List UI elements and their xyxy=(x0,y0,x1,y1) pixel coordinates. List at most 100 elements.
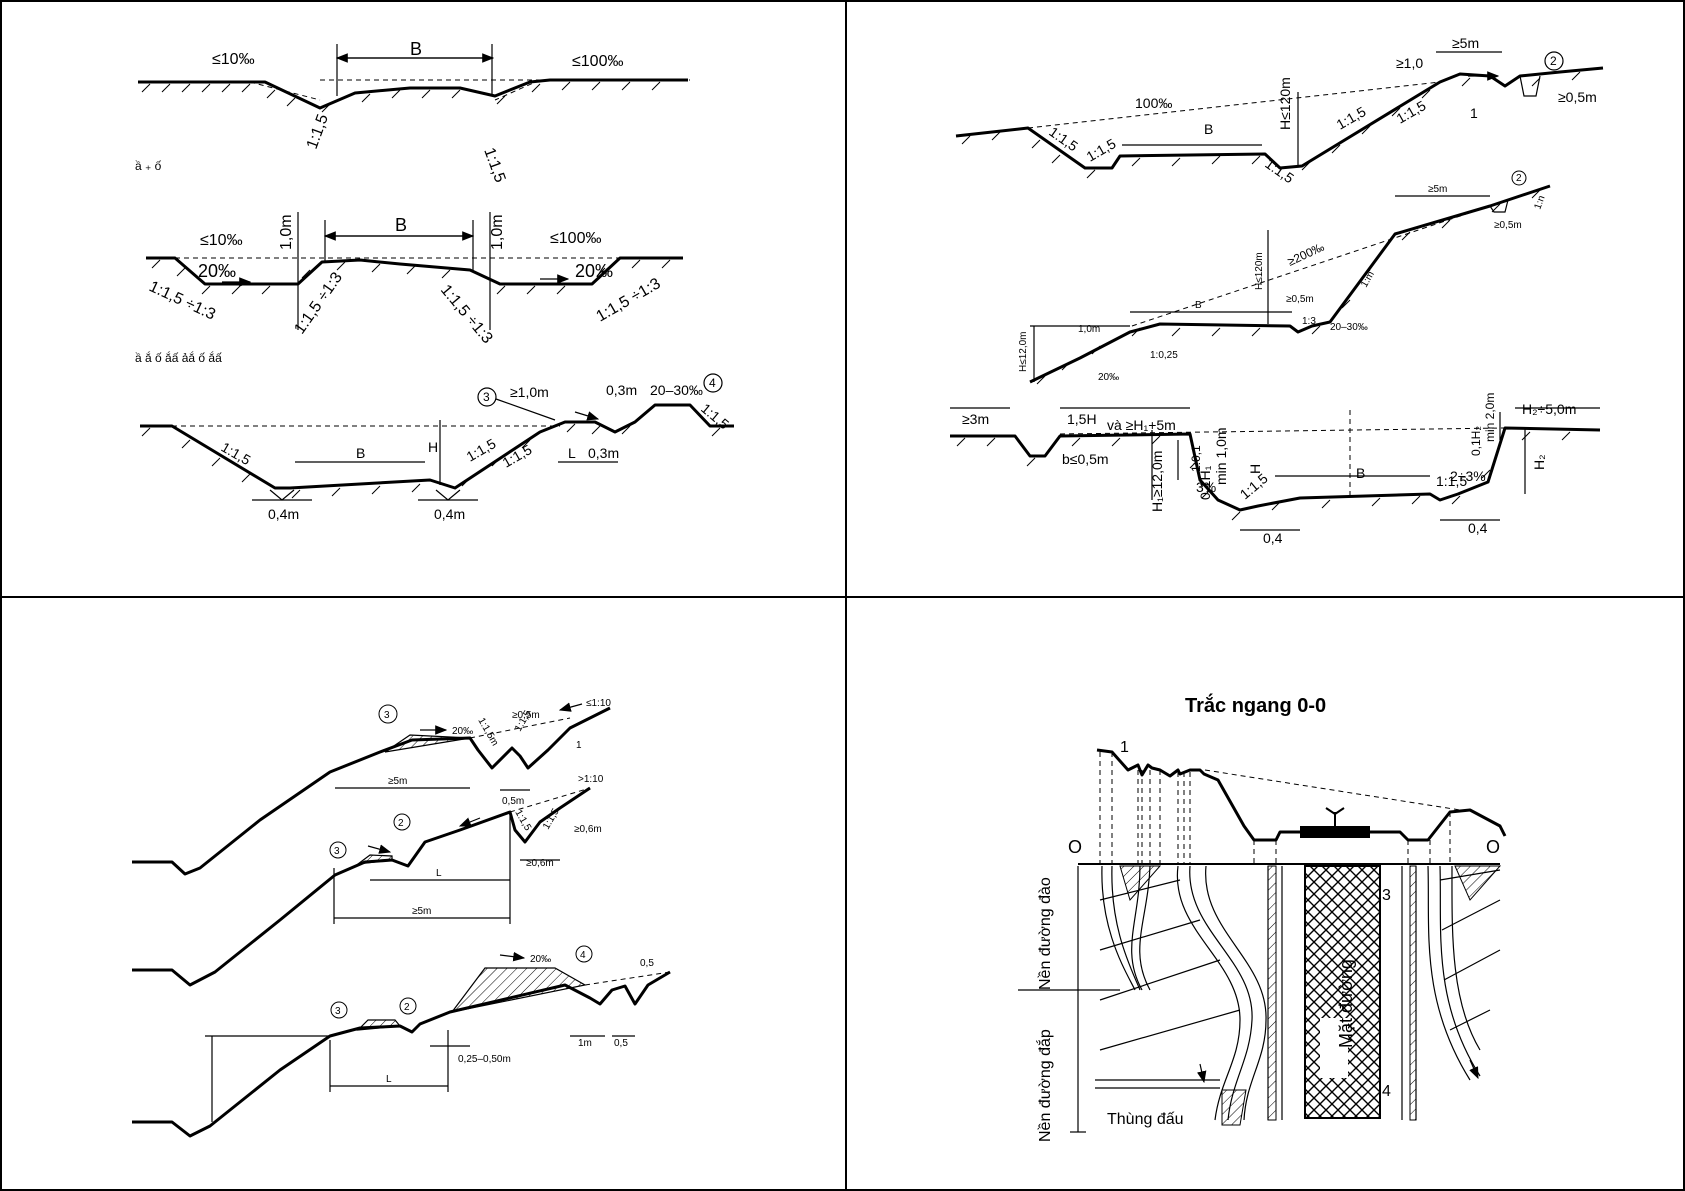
flow-right-label: 20‰ xyxy=(575,261,613,281)
berm-label-p2: ≥1,0 xyxy=(1396,55,1423,71)
depth-a-mid: ≥0,6m xyxy=(574,824,602,835)
gap2-label: 0,3m xyxy=(588,445,619,461)
length-mid: L xyxy=(436,868,442,879)
depth-label-p2: ≥0,5m xyxy=(1558,89,1597,105)
ditch-left-p2c: 0,4 xyxy=(1263,530,1283,546)
height-label-p2b: H≤120m xyxy=(1254,252,1265,290)
ditch-b-bot: 0,5 xyxy=(614,1038,628,1049)
width-label-p2c: B xyxy=(1356,465,1365,481)
marker-1-top: 1 xyxy=(576,740,582,751)
berm-label: ≥1,0m xyxy=(510,384,549,400)
cross-section-1: B ≤10‰ ≤100‰ 1:1,5 1:1,5 ầ ₊ ố xyxy=(135,39,690,185)
dist-label-p2b: ≥5m xyxy=(1428,184,1447,195)
axis-right-label: O xyxy=(1486,837,1500,857)
slope-top: ≤1:10 xyxy=(586,698,611,709)
panel-2: 2 ≥1,0 ≥5m 1 ≥0,5m H≤120m 100‰ 1:1,5 1:1… xyxy=(950,35,1604,546)
cross-section-5: 2 ≥5m ≥0,5m 1:n H≤120m ≥200‰ 1:m B 1,0m … xyxy=(1018,170,1551,385)
height2-label-p2c: H₂ xyxy=(1531,454,1547,470)
ditch-left-label: 0,4m xyxy=(268,506,299,522)
marker-1-p4: 1 xyxy=(1120,739,1129,756)
grade-right-label-2: ≤100‰ xyxy=(550,230,601,247)
grade3-label-p2b: 20‰ xyxy=(1098,372,1119,383)
slope-mid-p2b: 1:m xyxy=(1359,270,1377,290)
road-surface-label: Mặt đường xyxy=(1336,959,1356,1048)
height-label-3: H xyxy=(428,439,438,455)
cross-section-6: ≥3m 1,5H và ≥H₁+5m b≤0,5m H₁≥12,0m 0,1H₁… xyxy=(950,393,1601,546)
height-label-p2c: H xyxy=(1247,464,1263,474)
ditch-a-bot: 1m xyxy=(578,1038,592,1049)
depth-d-label: min 2,0m xyxy=(1483,393,1497,442)
gap-label: 0,3m xyxy=(606,382,637,398)
slope-e-p2: 1:1,5 xyxy=(1394,97,1429,127)
dist-mid-a: 1,5H xyxy=(1067,411,1097,427)
slope025-label: 1:0,25 xyxy=(1150,350,1178,361)
width-bot: 0,5 xyxy=(640,958,654,969)
slope-c-label: 1:1,5 ÷1:3 xyxy=(437,282,496,347)
garbled-caption-1: ầ ₊ ố xyxy=(135,159,162,173)
hillside-bottom: 3 2 4 20‰ 0,5 1m 0,5 0,25–0,50m L xyxy=(132,945,671,1138)
panel-4-title: Trắc ngang 0-0 xyxy=(1185,693,1326,717)
grade-label-p2: 100‰ xyxy=(1135,95,1172,111)
slope-top-p2b: 1:n xyxy=(1532,194,1547,211)
grade-bot: 20‰ xyxy=(530,954,551,965)
height2-label-p2b: H≤12,0m xyxy=(1018,331,1029,372)
marker-2a: 2 xyxy=(1550,54,1557,68)
grade-a-label: 3% xyxy=(1196,479,1216,495)
marker-3-p4: 3 xyxy=(1382,887,1391,904)
grade2-label-p2b: 20–30‰ xyxy=(1330,322,1368,333)
grade-label-p2b: ≥200‰ xyxy=(1285,240,1326,269)
slope-b-label: 1:1,5 ÷1:3 xyxy=(291,269,346,337)
ditch-right-label: 0,4m xyxy=(434,506,465,522)
grade-right-label: ≤100‰ xyxy=(572,53,623,70)
grade-label-3: 20–30‰ xyxy=(650,382,703,398)
slope-b-p2c: 1:1,5 xyxy=(1436,473,1467,489)
grade-left-label-2: ≤10‰ xyxy=(200,232,243,249)
slope-right-label: 1:1,5 xyxy=(480,146,508,185)
length-label-3: L xyxy=(568,445,576,461)
slope-b-p2: 1:1,5 xyxy=(1084,135,1119,165)
length-bot: L xyxy=(386,1074,392,1085)
slope-top-mid: >1:10 xyxy=(578,774,604,785)
cross-section-3: 3 4 ≥1,0m 0,3m 20–30‰ 1:1,5 1:1,5 1:1,5 … xyxy=(140,373,734,522)
axis-left-label: O xyxy=(1068,837,1082,857)
marker-4-bot: 4 xyxy=(580,950,586,961)
depth-label-p2b: ≥0,5m xyxy=(1494,220,1522,231)
width-b-label: b≤0,5m xyxy=(1062,451,1109,467)
dist-mid: ≥5m xyxy=(412,906,431,917)
height-label-p2: H≤120m xyxy=(1277,77,1293,130)
slope-a-p2: 1:1,5 xyxy=(1046,123,1081,154)
garbled-caption-2: ầ ắ ố ắấ ảắ ố ắấ xyxy=(135,350,222,365)
road-plan-view: Mặt đường 3 4 xyxy=(1018,865,1502,1142)
dist-label-p2: ≥5m xyxy=(1452,35,1479,51)
height1-label: H₁≥12,0m xyxy=(1149,451,1165,512)
dist-mid-b: và ≥H₁+5m xyxy=(1107,417,1176,433)
dist-top: ≥5m xyxy=(388,776,407,787)
marker-2-bot: 2 xyxy=(404,1002,410,1013)
slope-d-label: 1:1,5 ÷1:3 xyxy=(594,275,664,325)
dist-right-label: H₂÷5,0m xyxy=(1522,401,1576,417)
width-label-p2: B xyxy=(1204,121,1213,137)
marker-3: 3 xyxy=(483,390,490,404)
slope-d-label-3: 1:1,5 xyxy=(698,400,732,432)
slope13-label: 1:3 xyxy=(1302,316,1316,327)
depth-top: ≥0,5m xyxy=(512,710,540,721)
width-top: 0,5m xyxy=(502,796,524,807)
cross-section-2: B ≤10‰ ≤100‰ 1,0m 1,0m 20‰ 20‰ 1:1,5 ÷1:… xyxy=(135,212,683,365)
marker-1-label: 1 xyxy=(1470,105,1478,121)
ditch-right-p2c: 0,4 xyxy=(1468,520,1488,536)
width-label-2: B xyxy=(395,215,407,235)
panel-4: Trắc ngang 0-0 O O 1 Mặt đường 3 4 xyxy=(1018,693,1507,1142)
depth-b-mid: ≥0,6m xyxy=(526,858,554,869)
road-cross-section: O O 1 xyxy=(1068,739,1507,865)
slope-a-p2c: 1:1,5 xyxy=(1237,470,1271,502)
cross-section-4: 2 ≥1,0 ≥5m 1 ≥0,5m H≤120m 100‰ 1:1,5 1:1… xyxy=(955,35,1604,186)
fill-label: Nền đường đắp xyxy=(1035,1029,1054,1142)
flow-left-label: 20‰ xyxy=(198,261,236,281)
panel-3: 3 20‰ ≥0,5m ≤1:10 1:1,5m 1:1,5 1 ≥5m 0,5… xyxy=(132,698,671,1138)
marker-3-top: 3 xyxy=(384,710,390,721)
grade-b-label: 2÷3% xyxy=(1450,468,1486,484)
grade-left-label: ≤10‰ xyxy=(212,51,255,68)
depth-b-label: min 1,0m xyxy=(1213,427,1229,485)
range-bot: 0,25–0,50m xyxy=(458,1054,511,1065)
